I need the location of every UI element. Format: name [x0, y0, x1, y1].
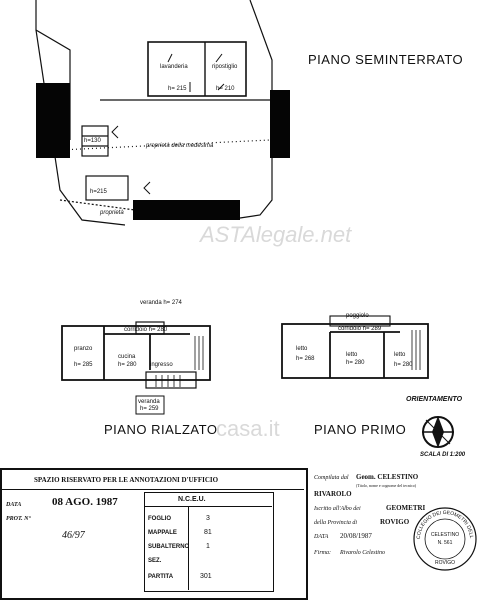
room-label-letto-3: letto: [394, 352, 406, 358]
seal-number: N. 561: [438, 540, 453, 546]
nceu-partita-label: PARTITA: [148, 574, 174, 580]
nceu-partita-value: 301: [200, 573, 212, 580]
nceu-divider: [144, 506, 272, 507]
room-height-cucina: h= 280: [118, 362, 137, 368]
plan-title-rialzato: PIANO RIALZATO: [104, 422, 218, 437]
scale-label: SCALA DI 1:200: [420, 452, 466, 458]
redaction-bar: [270, 90, 290, 158]
room-label-cucina: cucina: [118, 354, 136, 360]
room-label-ingresso: ingresso: [150, 362, 173, 368]
office-box-heading: SPAZIO RISERVATO PER LE ANNOTAZIONI D'UF…: [34, 476, 219, 484]
nceu-col-divider: [188, 506, 189, 590]
compilata-subnote: (Titolo, nome e cognome del tecnico): [356, 483, 417, 488]
plan-title-primo: PIANO PRIMO: [314, 422, 407, 437]
compilata-label: Compilata dal: [314, 475, 349, 481]
room-label-veranda-bottom: veranda: [138, 399, 160, 405]
room-label-lavanderia: lavanderia: [160, 64, 188, 70]
room-height-pranzo: h= 285: [74, 362, 93, 368]
room-height-centrale: h=130: [84, 138, 101, 144]
compiler-surname: RIVAROLO: [314, 490, 352, 498]
iscritto-value: GEOMETRI: [386, 504, 426, 512]
provincia-label: della Provincia di: [314, 520, 358, 526]
property-note: proprietà della medesima: [146, 143, 214, 149]
room-label-poggiolo: poggiolo: [346, 313, 369, 319]
room-label-ripostiglio: ripostiglio: [212, 64, 238, 70]
firma-value: Rivarolo Celestino: [340, 550, 385, 556]
office-box: [0, 468, 308, 600]
room-label-letto-1: letto: [296, 346, 308, 352]
nceu-subalterno-label: SUBALTERNO: [148, 544, 190, 550]
room-label-corridoio-rialzato: corridoio h= 280: [124, 327, 168, 333]
office-box-divider: [0, 489, 304, 490]
nceu-sezione-label: SEZ.: [148, 558, 162, 564]
nceu-subalterno-value: 1: [206, 543, 210, 550]
room-label-corridoio-primo: corridoio h= 289: [338, 326, 382, 332]
room-label-letto-2: letto: [346, 352, 358, 358]
iscritto-label: Iscritto all'Albo dei: [314, 506, 361, 512]
provincia-value: ROVIGO: [380, 518, 410, 526]
nceu-mappale-label: MAPPALE: [148, 530, 177, 536]
redaction-bar: [133, 200, 240, 220]
room-label-veranda-top: veranda h= 274: [140, 300, 182, 306]
nceu-foglio-label: FOGLIO: [148, 516, 171, 522]
property-note-bottom: proprietà: [100, 210, 124, 216]
nceu-heading: N.C.E.U.: [178, 496, 206, 503]
seal-name: CELESTINO: [431, 532, 459, 538]
room-height-ripostiglio: h= 210: [216, 86, 235, 92]
room-label-pranzo: pranzo: [74, 346, 93, 352]
firma-label: Firma:: [314, 550, 331, 556]
geometri-seal-icon: COLLEGIO DEI GEOMETRI DELLA PROVINCIA DI…: [412, 506, 477, 571]
room-height-letto-1: h= 268: [296, 356, 315, 362]
room-height-lavanderia: h= 215: [168, 86, 187, 92]
watermark-astalegale: ASTAlegale.net: [200, 222, 352, 247]
redaction-bar: [36, 83, 70, 158]
seal-city: ROVIGO: [435, 560, 455, 566]
office-prot-label: PROT. N°: [6, 516, 31, 522]
room-height-cantina: h=215: [90, 189, 107, 195]
nceu-foglio-value: 3: [206, 515, 210, 522]
room-height-letto-2: h= 280: [346, 360, 365, 366]
orientation-label: ORIENTAMENTO: [406, 396, 463, 403]
office-handwritten-number: 46/97: [62, 530, 85, 541]
office-stamp-date: 08 AGO. 1987: [52, 496, 118, 508]
compiler-data-value: 20/08/1987: [340, 532, 372, 540]
compass-rose-icon: [422, 416, 454, 448]
room-height-letto-3: h= 280: [394, 362, 413, 368]
nceu-table: [144, 492, 274, 592]
nceu-mappale-value: 81: [204, 529, 212, 536]
office-data-label: DATA: [6, 502, 22, 508]
compiler-data-label: DATA: [314, 534, 329, 540]
room-height-veranda-bottom: h= 259: [140, 406, 159, 412]
compilata-value: Geom. CELESTINO: [356, 473, 419, 481]
plan-title-seminterrato: PIANO SEMINTERRATO: [308, 52, 464, 67]
watermark-casa: casa.it: [216, 416, 280, 441]
